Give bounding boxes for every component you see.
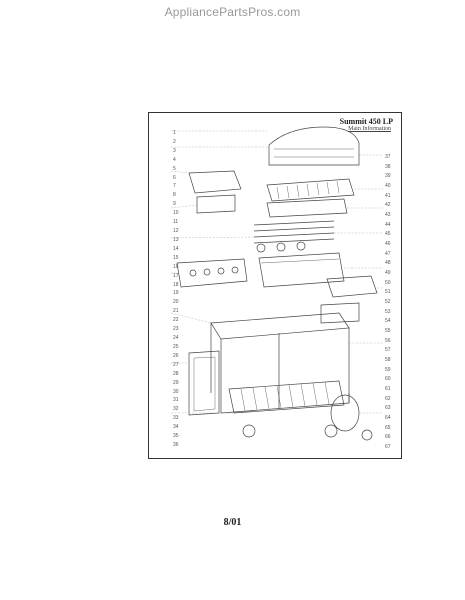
callout-number: 39 xyxy=(385,173,391,180)
callout-number: 65 xyxy=(385,424,391,431)
callout-number: 67 xyxy=(385,444,391,450)
bottom-shelf-part xyxy=(228,380,345,414)
callout-number: 19 xyxy=(173,290,179,297)
side-table-part xyxy=(188,170,242,194)
cart-frame-top-part xyxy=(210,312,350,340)
callout-number: 28 xyxy=(173,370,179,377)
callout-number: 54 xyxy=(385,318,391,325)
callout-number: 36 xyxy=(173,442,179,448)
cookbox-part xyxy=(258,252,345,288)
callout-number: 49 xyxy=(385,270,391,276)
callout-number: 9 xyxy=(173,201,176,208)
site-header: AppliancePartsPros.com xyxy=(164,5,301,19)
propane-tank-part xyxy=(330,394,360,432)
callout-number: 52 xyxy=(385,299,391,305)
callout-number: 53 xyxy=(385,308,391,315)
callout-number: 34 xyxy=(173,424,179,431)
callout-number: 64 xyxy=(385,415,391,421)
callout-number: 13 xyxy=(173,236,179,243)
model-title: Summit 450 LP xyxy=(339,117,393,126)
callout-number: 35 xyxy=(173,433,179,440)
model-subtitle: Main Information xyxy=(348,126,391,132)
callout-number: 25 xyxy=(173,343,179,350)
callout-number: 15 xyxy=(173,254,179,261)
cabinet-door-part xyxy=(188,350,220,416)
callout-number: 18 xyxy=(173,281,179,288)
callout-number: 26 xyxy=(173,352,179,359)
lid-part xyxy=(268,126,360,166)
callout-number: 43 xyxy=(385,212,391,218)
callout-number: 59 xyxy=(385,366,391,373)
callout-number: 2 xyxy=(173,138,176,145)
callout-number: 23 xyxy=(173,326,179,333)
callout-number: 4 xyxy=(173,156,176,163)
callout-number: 16 xyxy=(173,263,179,270)
callout-number: 29 xyxy=(173,379,179,386)
exploded-view-drawing xyxy=(170,126,383,441)
callout-number: 60 xyxy=(385,376,391,383)
callout-number: 30 xyxy=(173,388,179,395)
callout-number: 50 xyxy=(385,279,391,286)
caster-wheel-part xyxy=(242,424,256,438)
callout-number: 40 xyxy=(385,183,391,189)
callout-number: 51 xyxy=(385,289,391,296)
callout-number: 57 xyxy=(385,347,391,354)
callout-number: 56 xyxy=(385,337,391,344)
callout-number: 22 xyxy=(173,317,179,324)
manifold-part xyxy=(176,258,248,288)
callout-number: 21 xyxy=(173,308,179,315)
callout-number: 20 xyxy=(173,299,179,306)
callout-number: 63 xyxy=(385,405,391,412)
callout-number: 48 xyxy=(385,260,391,267)
callout-number: 7 xyxy=(173,183,176,190)
callout-number: 62 xyxy=(385,395,391,402)
callout-number: 32 xyxy=(173,406,179,413)
callout-number: 37 xyxy=(385,154,391,160)
burner-tubes-part xyxy=(253,220,335,244)
callout-number: 24 xyxy=(173,335,179,342)
callout-number: 58 xyxy=(385,357,391,363)
callout-number: 5 xyxy=(173,165,176,172)
callout-number: 44 xyxy=(385,221,391,228)
callout-number: 10 xyxy=(173,210,179,217)
callout-number: 42 xyxy=(385,202,391,209)
callout-number: 45 xyxy=(385,231,391,238)
callout-number: 6 xyxy=(173,174,176,181)
callout-number: 14 xyxy=(173,245,179,252)
callout-number: 55 xyxy=(385,328,391,334)
callout-number: 41 xyxy=(385,192,391,199)
callout-number: 8 xyxy=(173,192,176,199)
callout-number: 27 xyxy=(173,361,179,368)
right-side-table-part xyxy=(326,275,378,298)
callout-number: 17 xyxy=(173,272,179,279)
callout-number: 1 xyxy=(173,130,176,136)
callout-number: 11 xyxy=(173,219,179,226)
callout-number: 47 xyxy=(385,250,391,257)
callout-number: 66 xyxy=(385,434,391,441)
callout-number: 46 xyxy=(385,241,391,247)
callout-number: 38 xyxy=(385,163,391,170)
callout-number: 3 xyxy=(173,147,176,154)
callout-number: 61 xyxy=(385,386,391,392)
callout-number: 31 xyxy=(173,397,179,404)
callout-number: 33 xyxy=(173,415,179,422)
flavorizer-bars-part xyxy=(266,198,348,218)
cooking-grate-part xyxy=(266,178,355,202)
date-code: 8/01 xyxy=(223,517,242,528)
callout-number: 12 xyxy=(173,228,179,235)
